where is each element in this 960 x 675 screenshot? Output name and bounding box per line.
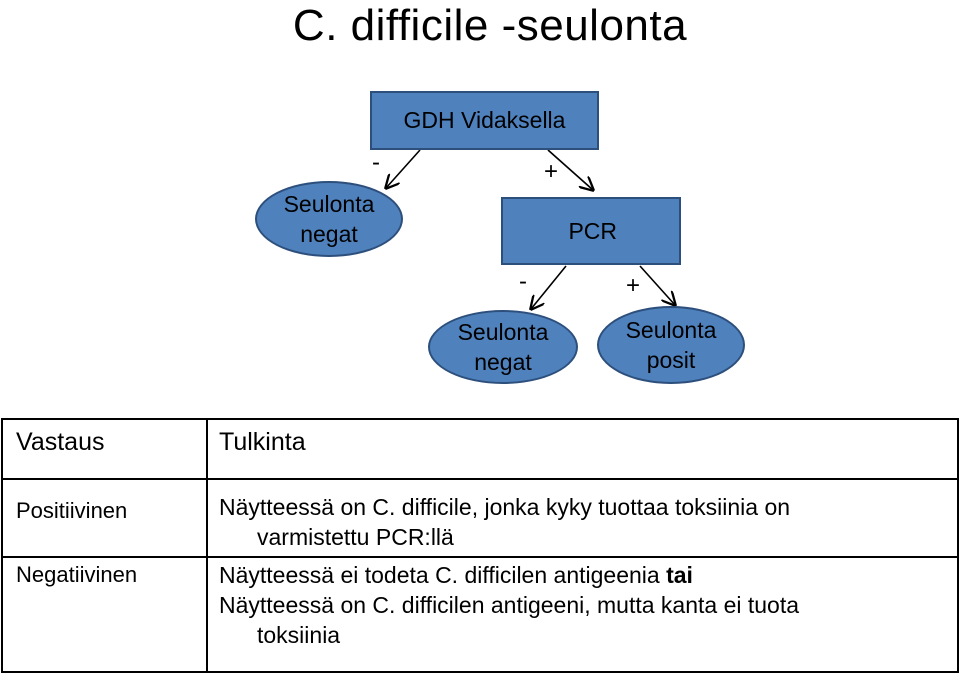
- root-negative-sign: -: [372, 149, 380, 176]
- table-row: Positiivinen Näytteessä on C. difficile,…: [1, 478, 959, 558]
- table-row: Negatiivinen Näytteessä ei todeta C. dif…: [1, 556, 959, 673]
- gdh-node: GDH Vidaksella: [370, 91, 599, 150]
- result-pcr-negative: Seulonta negat: [428, 310, 578, 384]
- row-negative-line1a: Näytteessä ei todeta C. difficilen antig…: [219, 562, 667, 588]
- row-negative-line1b: tai: [666, 562, 693, 588]
- arrow-pcr-positive: [639, 265, 675, 305]
- gdh-node-label: GDH Vidaksella: [403, 107, 566, 133]
- result-pcr-positive: Seulonta posit: [597, 306, 745, 384]
- row-positive-line2: varmistettu PCR:llä: [257, 524, 454, 550]
- flow-arrows: [0, 149, 960, 420]
- legend-header-interpretation: Tulkinta: [206, 418, 959, 480]
- row-text-negative: Näytteessä ei todeta C. difficilen antig…: [206, 556, 959, 673]
- row-positive-line1: Näytteessä on C. difficile, jonka kyky t…: [219, 494, 791, 520]
- pcr-negative-sign: -: [519, 268, 527, 295]
- row-text-positive: Näytteessä on C. difficile, jonka kyky t…: [206, 478, 959, 558]
- result-left-line2: negat: [300, 221, 358, 247]
- result-pcr-negative-line1: Seulonta: [457, 319, 549, 345]
- pcr-node: PCR: [501, 197, 681, 265]
- row-negative-line2: Näytteessä on C. difficilen antigeeni, m…: [219, 592, 800, 618]
- arrow-pcr-negative: [531, 265, 567, 309]
- row-negative-line3: toksiinia: [257, 622, 341, 648]
- pcr-node-label: PCR: [568, 217, 617, 244]
- result-pcr-positive-line2: posit: [646, 347, 696, 373]
- row-label-negative: Negatiivinen: [1, 556, 208, 673]
- page-title: C. difficile -seulonta: [292, 1, 688, 50]
- pcr-positive-sign: +: [626, 272, 641, 299]
- row-label-positive: Positiivinen: [1, 478, 208, 558]
- legend-header-response: Vastaus: [1, 418, 208, 480]
- arrow-root-positive: [547, 149, 593, 190]
- arrow-root-negative: [386, 149, 421, 188]
- root-positive-sign: +: [544, 158, 559, 185]
- result-left-negative: Seulonta negat: [255, 181, 403, 257]
- result-pcr-positive-line1: Seulonta: [625, 317, 717, 343]
- legend-table: Vastaus Tulkinta Positiivinen Näytteessä…: [1, 418, 959, 673]
- result-left-line1: Seulonta: [283, 191, 375, 217]
- result-pcr-negative-line2: negat: [474, 349, 532, 375]
